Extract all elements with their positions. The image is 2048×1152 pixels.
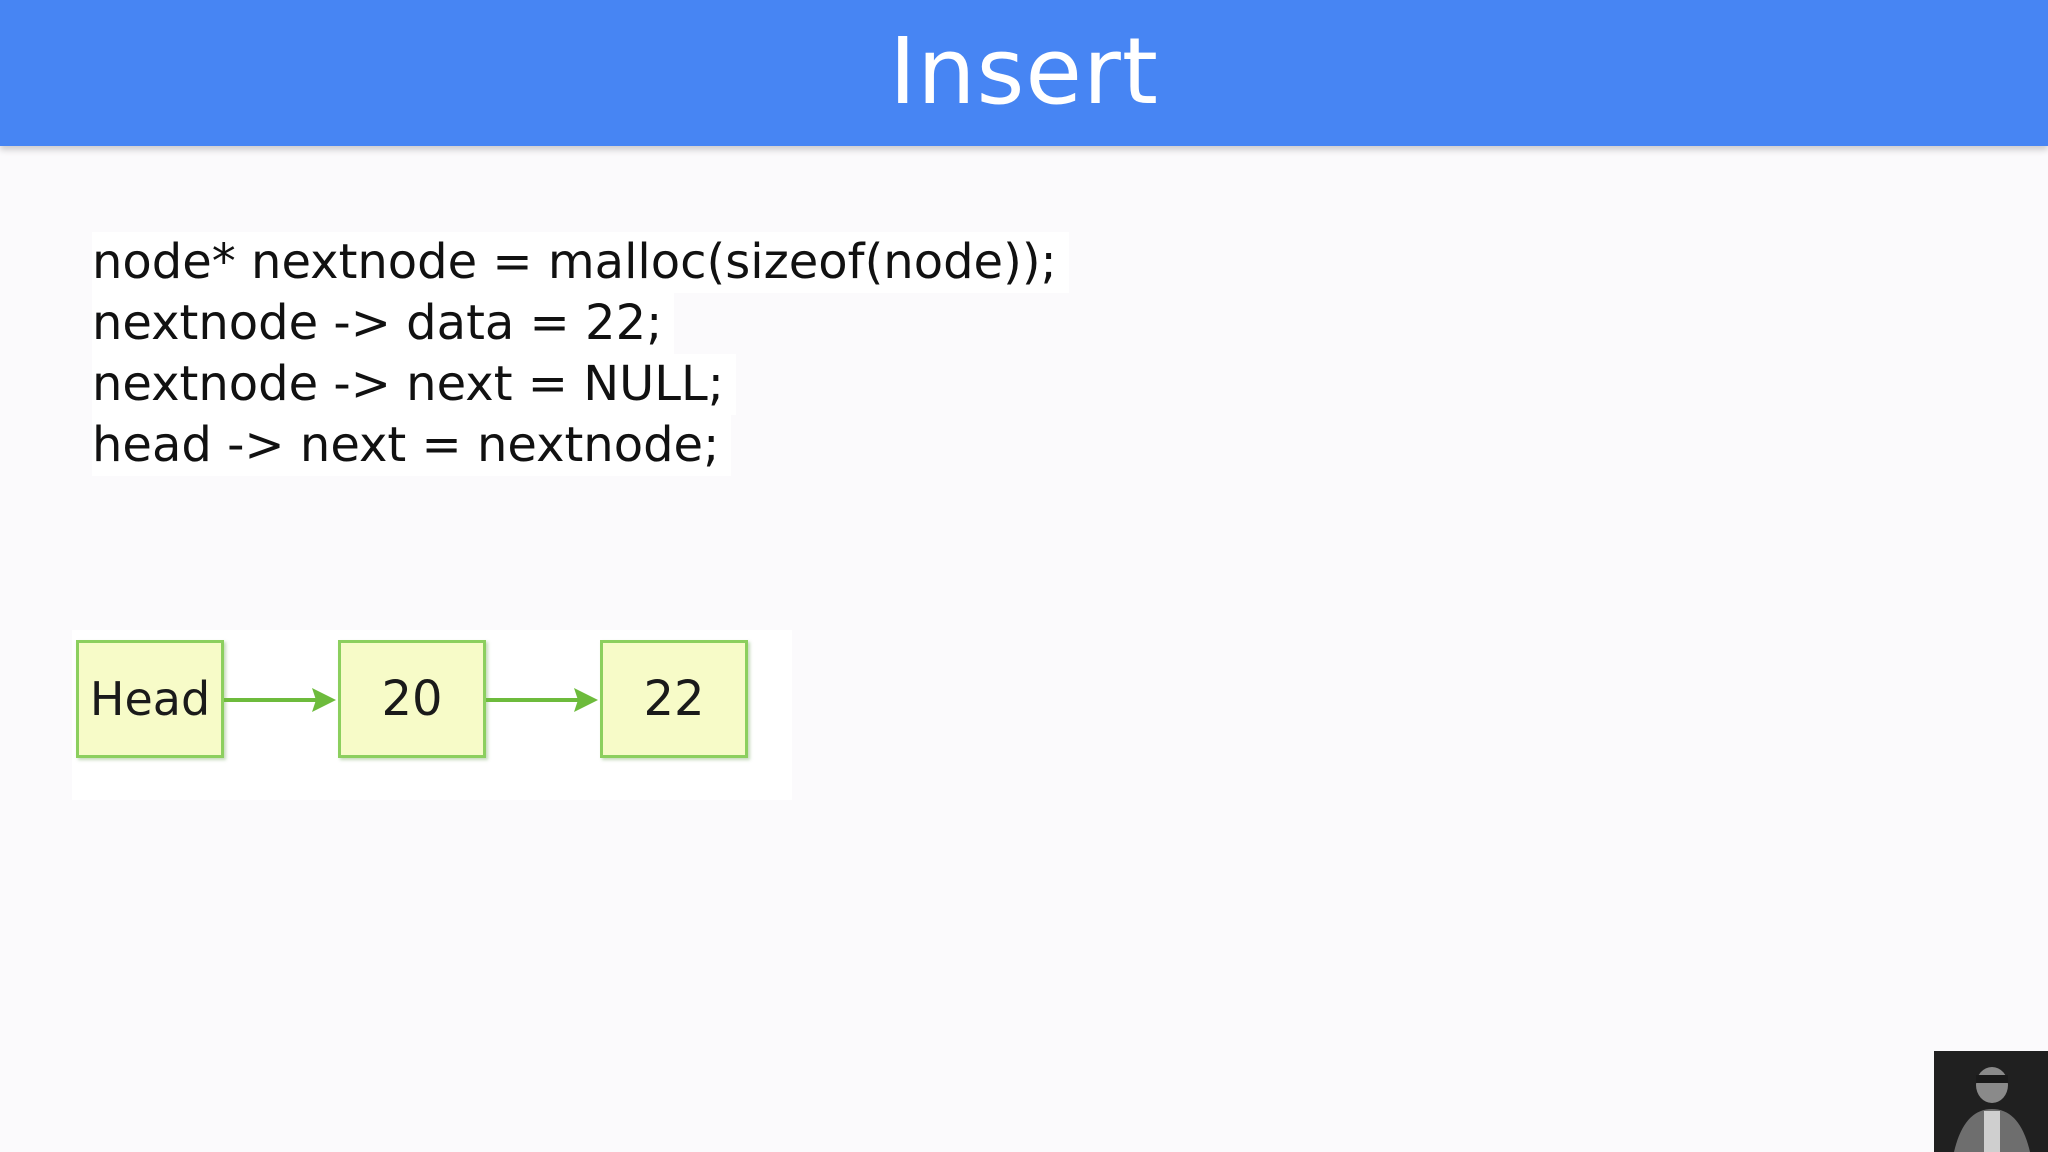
arrow-20-to-22 xyxy=(486,688,598,712)
node-label-head: Head xyxy=(89,672,211,726)
presenter-webcam-thumbnail-icon xyxy=(1934,1051,2048,1152)
node-label-20: 20 xyxy=(381,671,443,727)
slide-title: Insert xyxy=(889,18,1159,125)
title-bar: Insert xyxy=(0,0,2048,146)
code-block: node* nextnode = malloc(sizeof(node)); n… xyxy=(92,232,1069,476)
arrow-head-to-20 xyxy=(224,688,336,712)
presenter-silhouette-icon xyxy=(1934,1051,2048,1152)
code-line: head -> next = nextnode; xyxy=(92,415,732,476)
node-label-22: 22 xyxy=(643,671,705,727)
node-20: 20 xyxy=(338,640,486,758)
node-head: Head xyxy=(76,640,224,758)
code-line: nextnode -> next = NULL; xyxy=(92,354,736,415)
code-line: nextnode -> data = 22; xyxy=(92,293,675,354)
linked-list-diagram: Head 20 22 xyxy=(72,630,792,800)
node-22: 22 xyxy=(600,640,748,758)
code-line: node* nextnode = malloc(sizeof(node)); xyxy=(92,232,1069,293)
